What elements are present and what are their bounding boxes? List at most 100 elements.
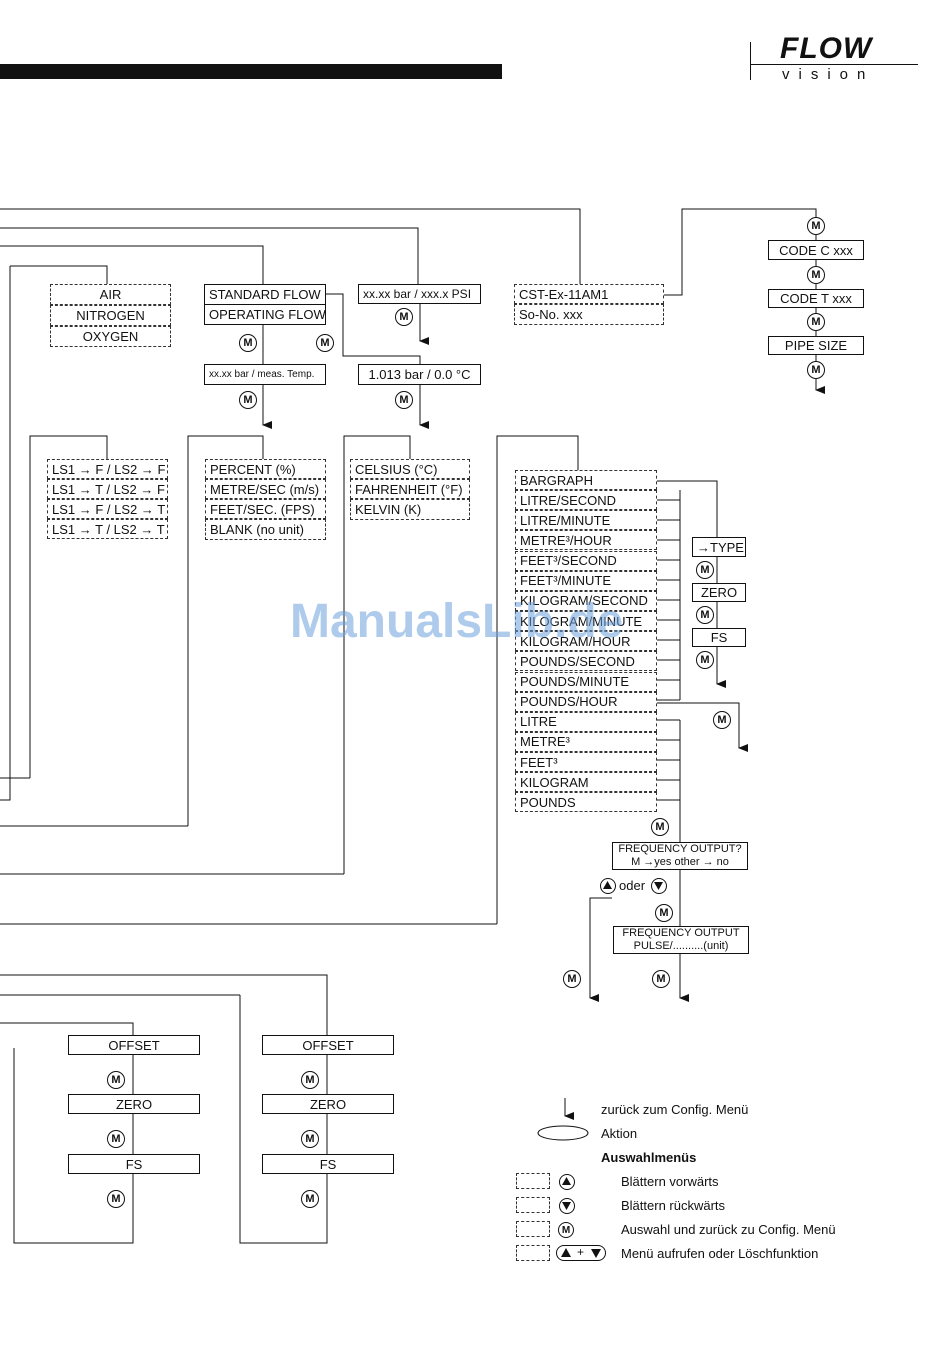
- temp-option: CELSIUS (°C): [350, 459, 470, 479]
- unit-option: PERCENT (%): [205, 459, 326, 479]
- m-key-icon: M: [807, 217, 825, 235]
- watermark-text: ManualsLib.de: [290, 595, 624, 648]
- legend-combo-label: Menü aufrufen oder Löschfunktion: [621, 1246, 819, 1261]
- ls-option: LS1 → F / LS2 → T: [47, 499, 168, 519]
- ls-option: LS1 → F / LS2 → F: [47, 459, 168, 479]
- temp-option: KELVIN (K): [350, 499, 470, 520]
- legend-dashed-box: [516, 1245, 550, 1261]
- m-key-icon: M: [696, 651, 714, 669]
- code-t-box: CODE T xxx: [768, 289, 864, 308]
- m-key-icon: M: [696, 561, 714, 579]
- legend-backward-label: Blättern rückwärts: [621, 1198, 726, 1213]
- m-key-icon: M: [652, 970, 670, 988]
- flow-mode-standard: STANDARD FLOW: [204, 284, 326, 305]
- flow-unit-option: METRE³/HOUR: [515, 530, 657, 551]
- freq-output-line1: FREQUENCY OUTPUT?: [618, 843, 742, 855]
- legend-dashed-box: [516, 1173, 550, 1189]
- legend-action-label: Aktion: [601, 1126, 638, 1141]
- legend-heading: Auswahlmenüs: [601, 1150, 697, 1165]
- pipe-size-box: PIPE SIZE: [768, 336, 864, 355]
- legend-dashed-box: [516, 1197, 550, 1213]
- m-key-icon: M: [316, 334, 334, 352]
- flow-unit-option: FEET³: [515, 752, 657, 773]
- m-key-icon: M: [239, 334, 257, 352]
- m-key-icon: M: [107, 1071, 125, 1089]
- gas-option-nitrogen: NITROGEN: [50, 305, 171, 326]
- header-rule: [750, 64, 918, 65]
- m-key-icon: M: [807, 361, 825, 379]
- triangle-up-icon: [559, 1174, 575, 1190]
- header-divider: [750, 42, 751, 80]
- flow-unit-option: KILOGRAM/HOUR: [515, 631, 657, 652]
- m-key-icon: M: [807, 313, 825, 331]
- triangle-up-icon: [561, 1248, 601, 1258]
- temp-option: FAHRENHEIT (°F): [350, 479, 470, 499]
- m-key-icon: M: [395, 308, 413, 326]
- triangle-down-icon: [651, 878, 667, 894]
- zero-box-b: ZERO: [262, 1094, 394, 1114]
- meas-temp-box: xx.xx bar / meas. Temp.: [204, 364, 326, 385]
- type-fs-box: FS: [692, 628, 746, 647]
- pressure-box: xx.xx bar / xxx.x PSI: [358, 284, 481, 304]
- flow-unit-option: FEET³/SECOND: [515, 550, 657, 571]
- gas-option-oxygen: OXYGEN: [50, 326, 171, 347]
- flow-unit-option: METRE³: [515, 731, 657, 752]
- cert-number: CST-Ex-11AM1: [514, 284, 664, 304]
- reference-box: 1.013 bar / 0.0 °C: [358, 364, 481, 385]
- triangle-up-icon: [600, 878, 616, 894]
- flow-unit-option: FEET³/MINUTE: [515, 570, 657, 591]
- flow-unit-option: POUNDS/SECOND: [515, 651, 657, 672]
- header-bar: [0, 64, 502, 79]
- m-key-icon: M: [655, 904, 673, 922]
- serial-number: So-No. xxx: [514, 304, 664, 325]
- ls-option: LS1 → T / LS2 → F: [47, 479, 168, 499]
- legend-back-label: zurück zum Config. Menü: [601, 1102, 749, 1117]
- offset-box-b: OFFSET: [262, 1035, 394, 1055]
- fs-box-a: FS: [68, 1154, 200, 1174]
- m-key-icon: M: [713, 711, 731, 729]
- type-zero-box: ZERO: [692, 583, 746, 602]
- code-c-box: CODE C xxx: [768, 240, 864, 260]
- brand-logo-vision: vision: [782, 66, 875, 83]
- triangle-down-icon: [559, 1198, 575, 1214]
- offset-box-a: OFFSET: [68, 1035, 200, 1055]
- m-key-icon: M: [696, 606, 714, 624]
- brand-logo-flow: FLOW: [780, 32, 873, 65]
- m-key-icon: M: [558, 1222, 574, 1238]
- m-key-icon: M: [301, 1071, 319, 1089]
- flow-unit-option: KILOGRAM: [515, 772, 657, 793]
- flow-mode-operating: OPERATING FLOW: [204, 304, 326, 325]
- gas-option-air: AIR: [50, 284, 171, 305]
- m-key-icon: M: [239, 391, 257, 409]
- m-key-icon: M: [807, 266, 825, 284]
- unit-option: BLANK (no unit): [205, 519, 326, 540]
- legend-select-label: Auswahl und zurück zu Config. Menü: [621, 1222, 836, 1237]
- fs-box-b: FS: [262, 1154, 394, 1174]
- freq-pulse-line2: PULSE/..........(unit): [633, 940, 729, 952]
- flow-unit-option: LITRE/MINUTE: [515, 510, 657, 531]
- freq-output-line2: M →yes other → no: [631, 856, 729, 868]
- flow-unit-option: POUNDS/HOUR: [515, 691, 657, 712]
- legend-forward-label: Blättern vorwärts: [621, 1174, 719, 1189]
- freq-pulse-line1: FREQUENCY OUTPUT: [622, 927, 740, 939]
- unit-option: METRE/SEC (m/s): [205, 479, 326, 499]
- legend-combo-key: +: [556, 1245, 606, 1261]
- ls-option: LS1 → T / LS2 → T: [47, 519, 168, 539]
- flow-unit-option: KILOGRAM/MINUTE: [515, 611, 657, 632]
- flow-unit-option: LITRE/SECOND: [515, 490, 657, 511]
- type-box: →TYPE: [692, 537, 746, 557]
- m-key-icon: M: [107, 1190, 125, 1208]
- flow-unit-option: BARGRAPH: [515, 470, 657, 490]
- m-key-icon: M: [651, 818, 669, 836]
- legend-dashed-box: [516, 1221, 550, 1237]
- flow-unit-option: POUNDS/MINUTE: [515, 671, 657, 692]
- flow-unit-option: POUNDS: [515, 792, 657, 813]
- zero-box-a: ZERO: [68, 1094, 200, 1114]
- flow-unit-option: LITRE: [515, 711, 657, 732]
- unit-option: FEET/SEC. (FPS): [205, 499, 326, 519]
- m-key-icon: M: [563, 970, 581, 988]
- m-key-icon: M: [301, 1130, 319, 1148]
- m-key-icon: M: [395, 391, 413, 409]
